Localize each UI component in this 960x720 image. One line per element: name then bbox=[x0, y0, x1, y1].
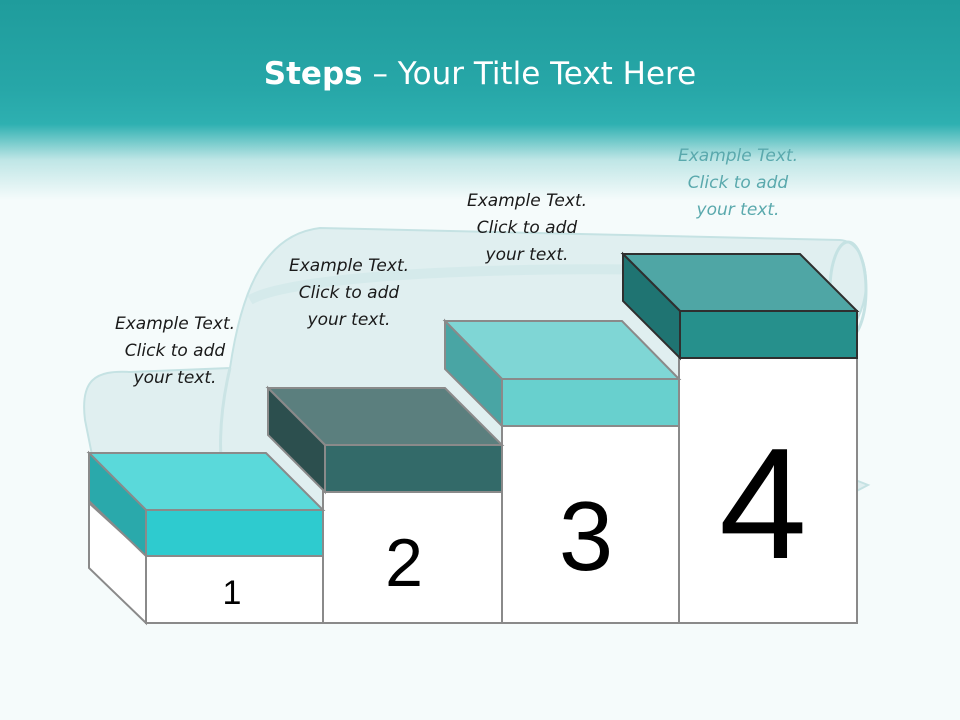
page-title[interactable]: Steps – Your Title Text Here bbox=[0, 54, 960, 94]
header-band bbox=[0, 0, 960, 200]
step-4-box[interactable] bbox=[620, 251, 860, 361]
step-4-caption-line1: Example Text. bbox=[677, 146, 799, 166]
step-1-number: 1 bbox=[223, 574, 242, 612]
step-3-caption-line3: your text. bbox=[485, 245, 569, 265]
step-3-caption-line2: Click to add bbox=[476, 218, 578, 238]
step-3-box[interactable] bbox=[442, 318, 682, 429]
step-1-caption-line2: Click to add bbox=[124, 341, 226, 361]
step-1-caption-line1: Example Text. bbox=[114, 314, 236, 334]
step-3-caption-line1: Example Text. bbox=[466, 191, 588, 211]
step-2-caption-line1: Example Text. bbox=[288, 256, 410, 276]
step-4-caption[interactable]: Example Text. Click to add your text. bbox=[638, 143, 838, 224]
step-2-caption-line3: your text. bbox=[307, 310, 391, 330]
step-4-caption-line2: Click to add bbox=[687, 173, 789, 193]
title-rest: – Your Title Text Here bbox=[362, 56, 697, 92]
steps-base bbox=[88, 357, 858, 626]
step-1-caption-line3: your text. bbox=[133, 368, 217, 388]
step-1-caption[interactable]: Example Text. Click to add your text. bbox=[75, 311, 275, 392]
step-2-number: 2 bbox=[385, 525, 423, 601]
step-2-box[interactable] bbox=[265, 385, 505, 495]
step-1-box[interactable] bbox=[86, 450, 326, 559]
step-4-caption-line3: your text. bbox=[696, 200, 780, 220]
step-4-number: 4 bbox=[719, 416, 807, 592]
step-2-caption[interactable]: Example Text. Click to add your text. bbox=[249, 253, 449, 334]
title-bold: Steps bbox=[263, 56, 363, 92]
step-3-number: 3 bbox=[559, 481, 614, 591]
step-2-caption-line2: Click to add bbox=[298, 283, 400, 303]
step-3-caption[interactable]: Example Text. Click to add your text. bbox=[427, 188, 627, 269]
